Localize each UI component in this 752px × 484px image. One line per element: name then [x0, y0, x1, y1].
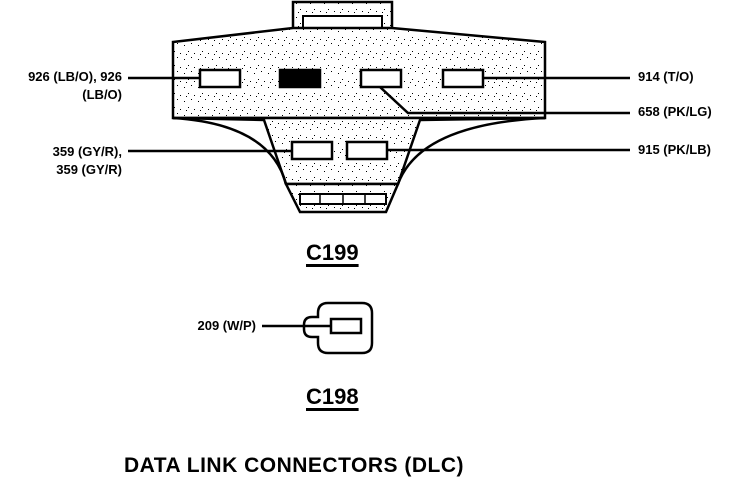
page-title: DATA LINK CONNECTORS (DLC)	[124, 454, 465, 477]
connector-name-c198: C198	[306, 384, 359, 409]
pin-label-915: 915 (PK/LB)	[638, 142, 711, 157]
connector-name-c199: C199	[306, 240, 359, 265]
c198-cavity	[329, 317, 363, 335]
pin-label-658: 658 (PK/LG)	[638, 104, 712, 119]
pin-label-926-line1: 926 (LB/O), 926	[28, 69, 122, 84]
c199-leader-lines	[128, 76, 630, 153]
pin-label-914: 914 (T/O)	[638, 69, 694, 84]
pin-label-359: 359 (GY/R), 359 (GY/R)	[0, 143, 122, 179]
pin-label-926: 926 (LB/O), 926 (LB/O)	[0, 68, 122, 104]
pin-label-359-line1: 359 (GY/R),	[52, 144, 122, 159]
c199-cavity-359	[290, 140, 334, 161]
pin-label-209: 209 (W/P)	[197, 318, 256, 333]
pin-label-359-line2: 359 (GY/R)	[56, 162, 122, 177]
c199-cavity-926	[198, 68, 242, 89]
c199-cavity-658	[359, 68, 403, 89]
c199-cavity-914	[441, 68, 485, 89]
c199-connector	[171, 0, 547, 214]
c198-connector	[262, 301, 374, 355]
c199-cavity-blank	[278, 68, 322, 89]
c199-cavity-915	[345, 140, 389, 161]
pin-label-926-line2: (LB/O)	[82, 87, 122, 102]
